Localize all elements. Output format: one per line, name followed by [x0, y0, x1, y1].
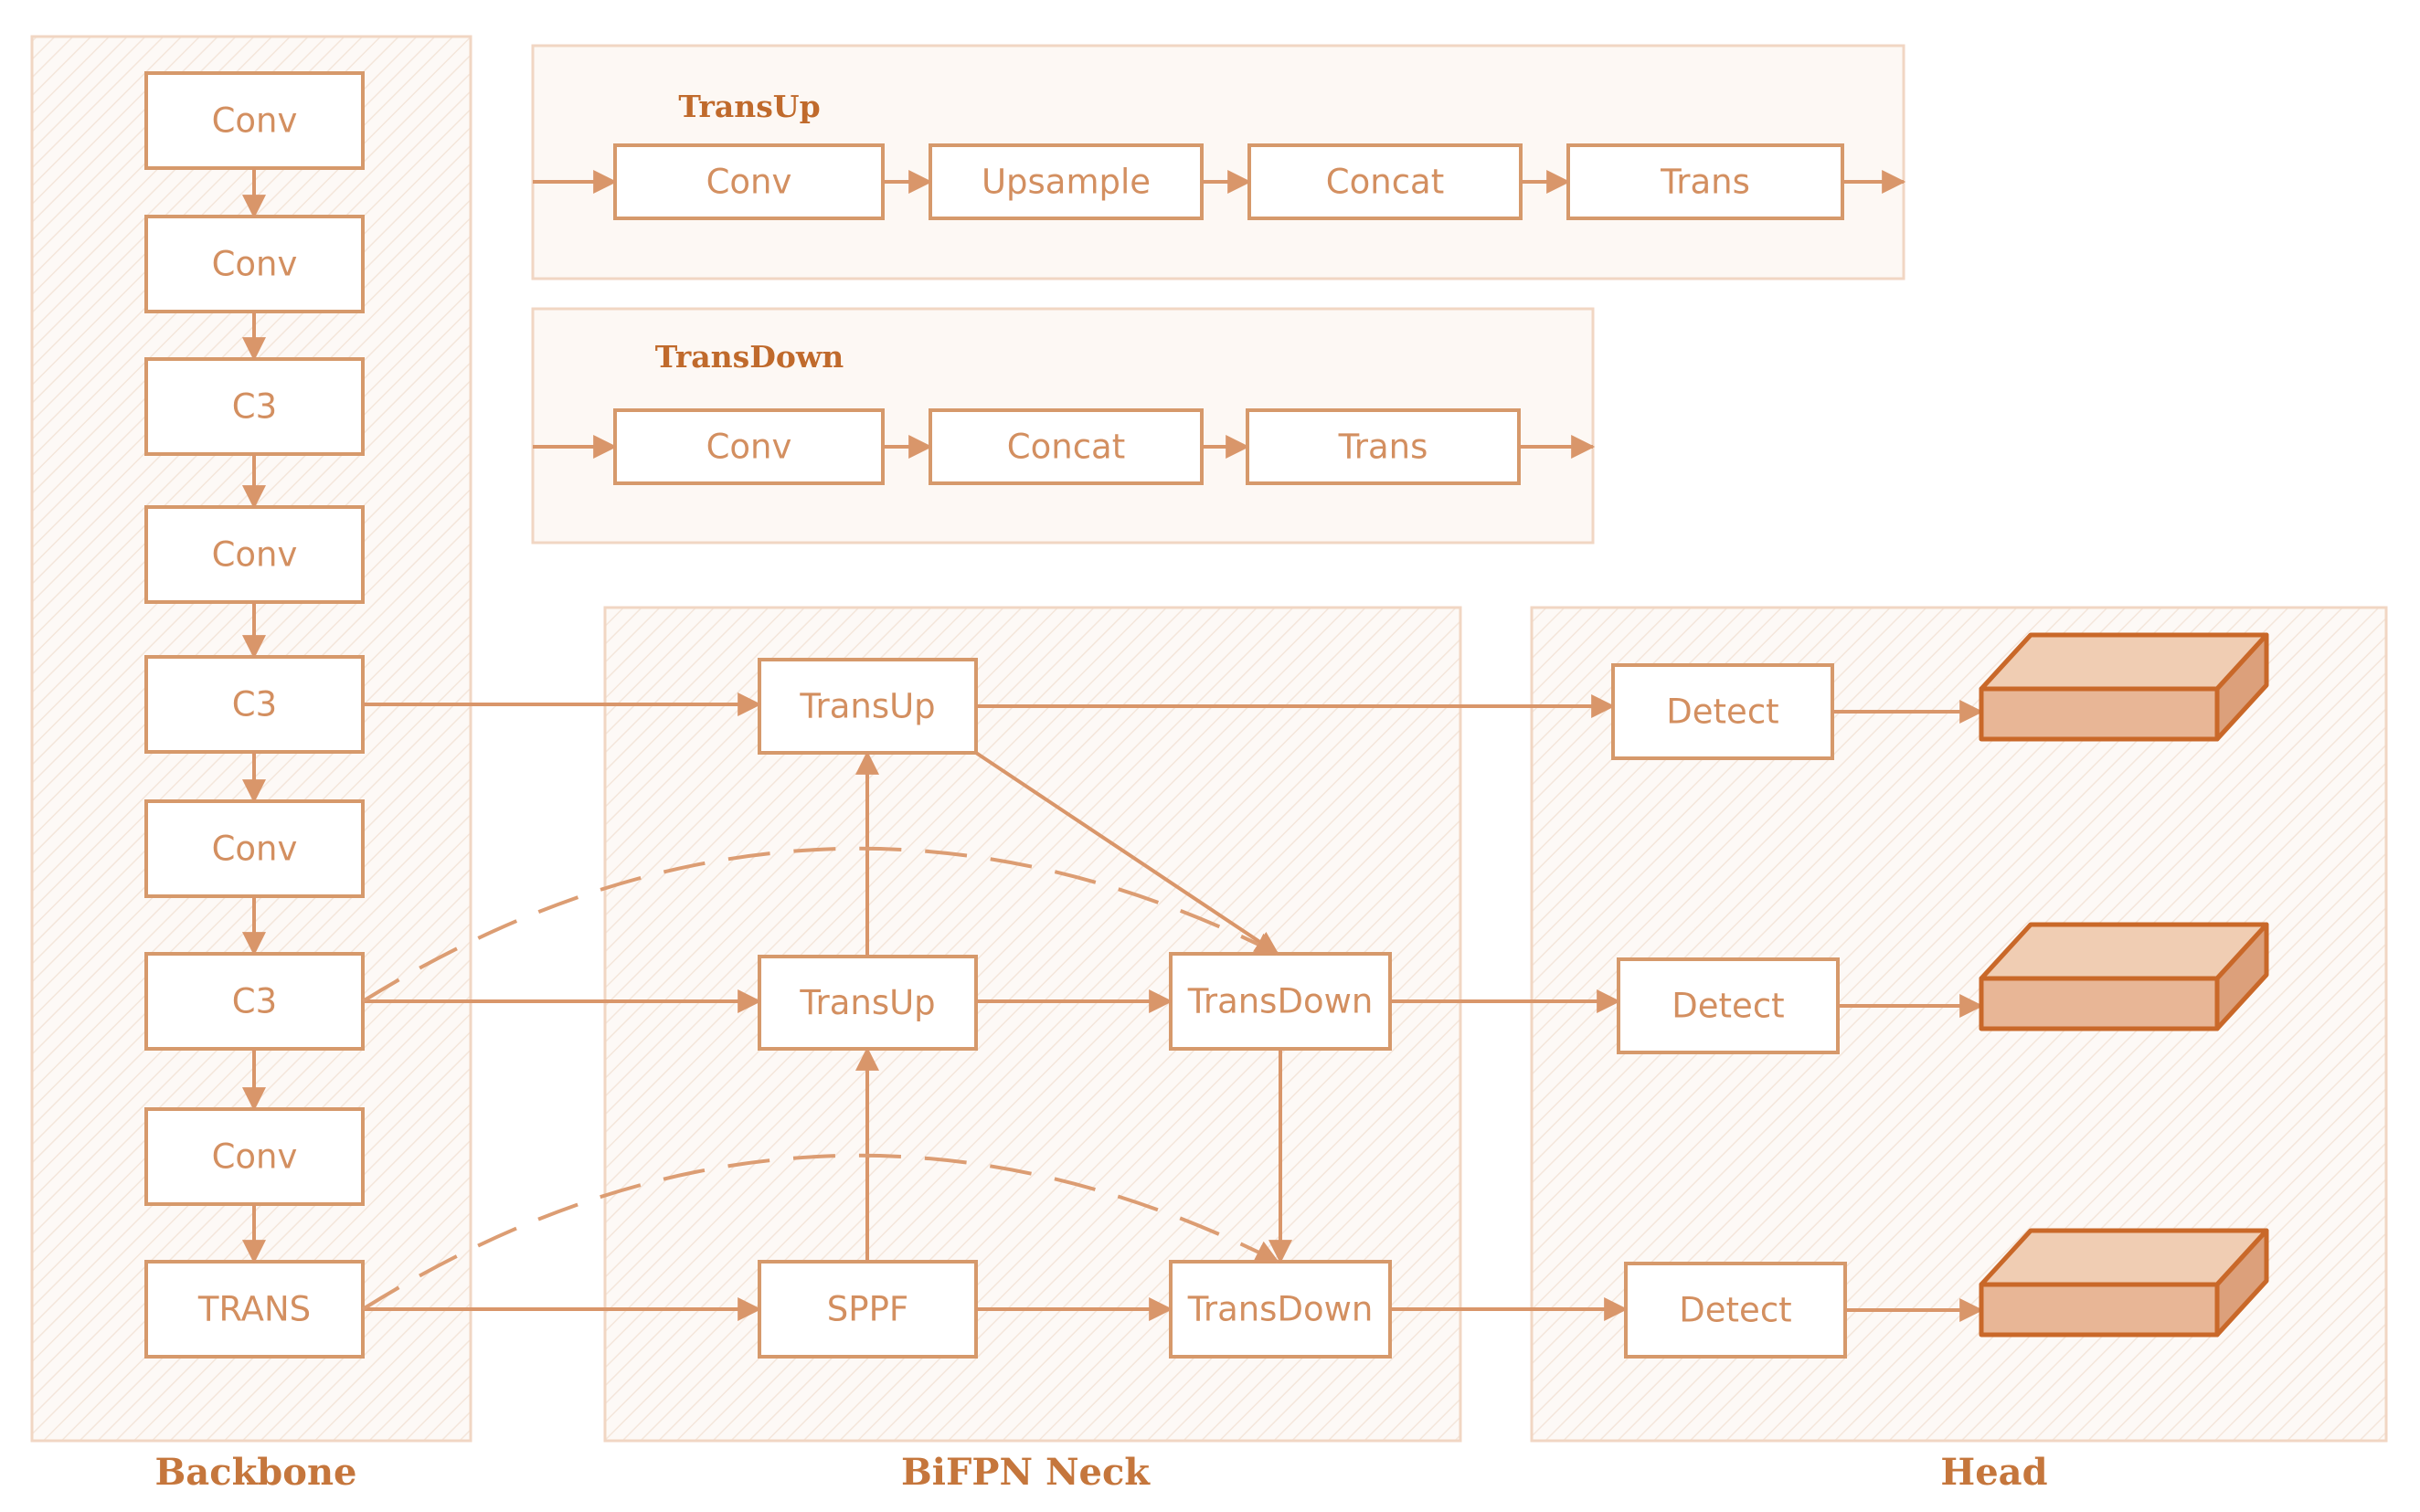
svg-text:Conv: Conv: [706, 163, 792, 202]
svg-text:Conv: Conv: [212, 101, 298, 141]
svg-text:Conv: Conv: [706, 428, 792, 467]
transup-step-concat: Concat: [1247, 143, 1523, 220]
transdown-step-conv: Conv: [613, 408, 885, 485]
output-tensor-1: [1979, 632, 2269, 742]
svg-text:Concat: Concat: [1007, 428, 1125, 467]
svg-text:TransDown: TransDown: [1187, 982, 1374, 1021]
backbone-layer-c3-3: C3: [144, 952, 365, 1051]
transup-step-upsample: Upsample: [929, 143, 1204, 220]
backbone-layer-c3-1: C3: [144, 357, 365, 456]
neck-sppf: SPPF: [758, 1260, 978, 1359]
head-detect-1: Detect: [1611, 663, 1834, 760]
svg-text:C3: C3: [232, 685, 277, 724]
svg-text:Concat: Concat: [1326, 163, 1444, 202]
edge-transup-top-to-transdown-mid: [974, 751, 1279, 956]
transdown-module-title: TransDown: [655, 339, 844, 375]
backbone-layer-conv-1: Conv: [144, 71, 365, 170]
transdown-step-concat: Concat: [929, 408, 1204, 485]
svg-text:SPPF: SPPF: [827, 1290, 908, 1329]
transup-step-trans: Trans: [1566, 143, 1844, 220]
backbone-label: Backbone: [155, 1451, 357, 1494]
svg-text:Detect: Detect: [1672, 987, 1784, 1026]
head-detect-2: Detect: [1617, 957, 1840, 1054]
backbone-layer-c3-2: C3: [144, 655, 365, 754]
svg-text:Conv: Conv: [212, 830, 298, 869]
head-label: Head: [1940, 1451, 2047, 1494]
skip-c3-to-transdown-mid: [361, 846, 1279, 1003]
transup-module-title: TransUp: [678, 89, 820, 124]
backbone-layer-conv-2: Conv: [144, 215, 365, 313]
output-tensor-3: [1979, 1228, 2269, 1338]
backbone-layer-conv-5: Conv: [144, 1107, 365, 1206]
svg-text:TransUp: TransUp: [799, 983, 935, 1022]
svg-text:C3: C3: [232, 387, 277, 427]
svg-text:C3: C3: [232, 982, 277, 1021]
head-detect-3: Detect: [1624, 1262, 1847, 1359]
svg-text:TransUp: TransUp: [799, 687, 935, 726]
neck-transdown-bot: TransDown: [1169, 1260, 1392, 1359]
svg-text:Conv: Conv: [212, 535, 298, 575]
svg-text:Conv: Conv: [212, 1137, 298, 1177]
transup-step-conv: Conv: [613, 143, 885, 220]
svg-text:Conv: Conv: [212, 245, 298, 284]
svg-text:Trans: Trans: [1338, 428, 1428, 467]
output-tensor-2: [1979, 922, 2269, 1031]
backbone-layer-conv-3: Conv: [144, 505, 365, 604]
backbone-layer-conv-4: Conv: [144, 799, 365, 898]
svg-text:Trans: Trans: [1660, 163, 1750, 202]
skip-trans-to-transdown-bot: [361, 1153, 1279, 1311]
neck-transup-top: TransUp: [758, 658, 978, 755]
neck-label: BiFPN Neck: [901, 1451, 1151, 1494]
neck-transdown-mid: TransDown: [1169, 952, 1392, 1051]
transdown-step-trans: Trans: [1246, 408, 1521, 485]
svg-text:Upsample: Upsample: [982, 163, 1151, 202]
neck-transup-mid: TransUp: [758, 955, 978, 1051]
svg-text:TRANS: TRANS: [197, 1290, 311, 1329]
svg-text:Detect: Detect: [1679, 1291, 1791, 1330]
backbone-layer-trans: TRANS: [144, 1260, 365, 1359]
svg-text:Detect: Detect: [1666, 693, 1778, 732]
svg-text:TransDown: TransDown: [1187, 1290, 1374, 1329]
